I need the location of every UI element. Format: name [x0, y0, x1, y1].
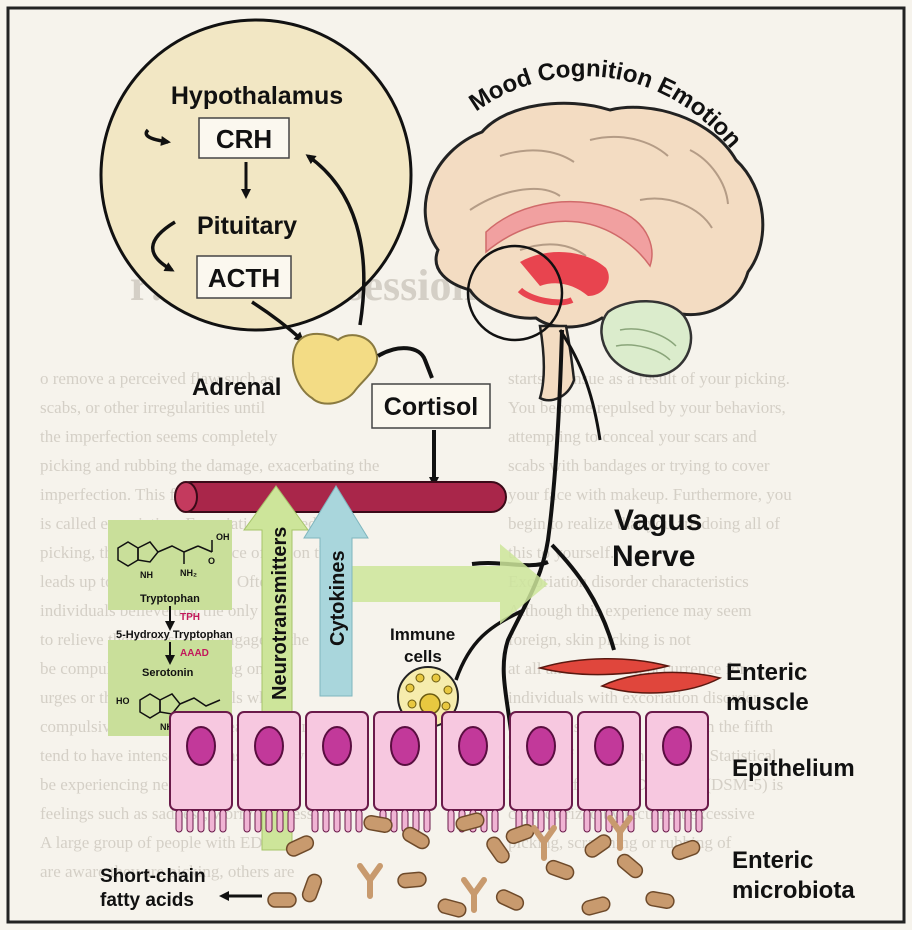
brain [425, 103, 763, 400]
branched-bacterium [360, 866, 380, 896]
epithelial-cell [578, 712, 640, 832]
microbiota-label-line1: Enteric [732, 847, 813, 874]
acth-label: ACTH [208, 263, 280, 293]
background-right-line: attempting to conceal your scars and [508, 427, 757, 446]
immune-cells-label-line1: Immune [390, 625, 455, 644]
bacterium [494, 888, 525, 913]
blood-vessel-opening [175, 482, 197, 512]
background-left-line: picking and rubbing the damage, exacerba… [40, 456, 379, 475]
cortisol-source-line [378, 348, 432, 378]
branched-bacterium [464, 880, 484, 910]
hydroxy-tryptophan-label: 5-Hydroxy Tryptophan [116, 629, 233, 641]
epithelial-cell [306, 712, 368, 832]
cerebellum [601, 301, 691, 376]
hypothalamus-label: Hypothalamus [171, 82, 343, 110]
chem-nh2-1: NH₂ [180, 568, 197, 578]
enteric-muscle-label-line2: muscle [726, 689, 809, 716]
adrenal-gland [293, 334, 377, 404]
pituitary-label: Pituitary [197, 212, 297, 240]
bacterium [615, 852, 645, 881]
chem-ho: HO [116, 696, 130, 706]
adrenal-label: Adrenal [192, 374, 281, 401]
tph-label: TPH [180, 612, 200, 623]
cortisol-label: Cortisol [384, 393, 478, 421]
cytokines-label: Cytokines [327, 550, 349, 646]
chem-o: O [208, 556, 215, 566]
chem-oh: OH [216, 532, 230, 542]
background-right-line: Although this experience may seem [508, 601, 752, 620]
bacterium [544, 859, 575, 882]
immune-cells-label-line2: cells [404, 647, 442, 666]
neurotransmitters-label: Neurotransmitters [269, 527, 291, 700]
serotonin-label: Serotonin [142, 667, 194, 679]
scfa-label-line1: Short-chain [100, 866, 206, 887]
bacterium [437, 898, 468, 919]
enteric-muscle-label-line1: Enteric [726, 659, 807, 686]
crh-label: CRH [216, 124, 272, 154]
brainstem [540, 326, 574, 400]
vagus-label-line2: Nerve [612, 540, 695, 573]
background-right-line: scabs with bandages or trying to cover [508, 456, 770, 475]
epithelial-cell [374, 712, 436, 832]
aaad-label: AAAD [180, 648, 209, 659]
bacterium [268, 893, 296, 907]
epithelium-label: Epithelium [732, 755, 855, 782]
bacterium [363, 815, 393, 834]
scfa-label-line2: fatty acids [100, 890, 194, 911]
microbiota-label-line2: microbiota [732, 877, 855, 904]
background-left-line: A large group of people with ED [40, 833, 263, 852]
epithelial-cell [646, 712, 708, 832]
epithelial-cell [170, 712, 232, 832]
bacterium [397, 872, 426, 888]
vagus-label-line1: Vagus [614, 504, 702, 537]
tryptophan-label: Tryptophan [140, 593, 200, 605]
background-left-line: the imperfection seems completely [40, 427, 278, 446]
bacterium [645, 891, 675, 910]
background-right-line: foreign, skin picking is not [508, 630, 691, 649]
epithelial-cell [238, 712, 300, 832]
bacterium [301, 872, 324, 903]
chem-nh-1: NH [140, 570, 153, 580]
bacterium [581, 896, 612, 917]
epithelial-cell [510, 712, 572, 832]
